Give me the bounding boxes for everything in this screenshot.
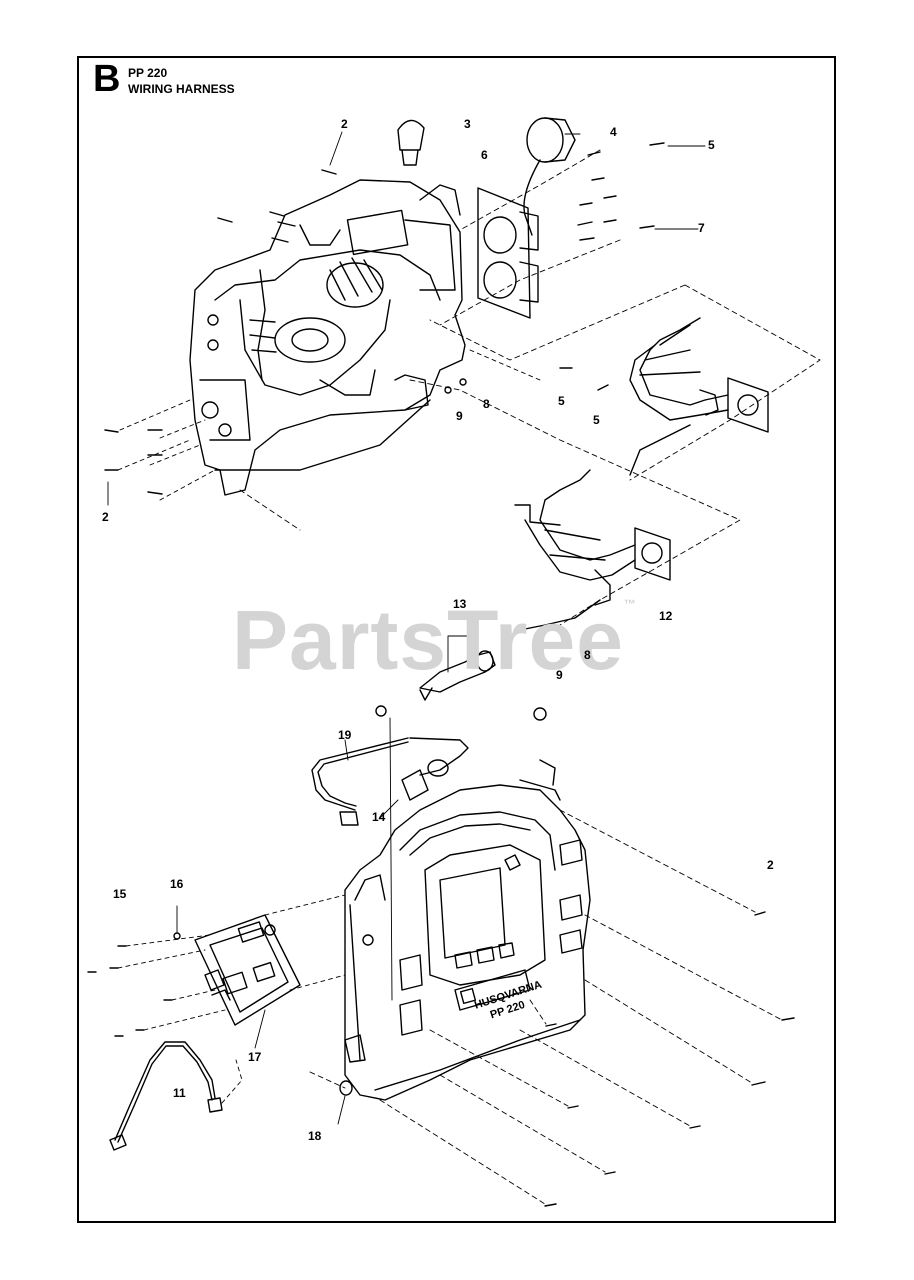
section-letter: B [93, 58, 121, 100]
part-14-connector [379, 717, 449, 1001]
callout-11: 11 [173, 1086, 186, 1100]
part-19-cable [311, 737, 469, 826]
callout-8: 8 [483, 397, 490, 411]
model-name: PP 220 [128, 66, 168, 80]
callout-9: 9 [556, 668, 563, 682]
part-18-grommet [337, 1080, 353, 1125]
part-17-lead [176, 905, 266, 1049]
callout-7: 7 [698, 221, 705, 235]
callout-2: 2 [341, 117, 348, 131]
callout-16: 16 [170, 877, 184, 891]
housing-assembly [344, 759, 591, 1101]
housing-dashed-guides [309, 809, 783, 1205]
callout-12: 12 [659, 609, 673, 623]
callout-5: 5 [708, 138, 715, 152]
housing-screws [544, 911, 795, 1207]
part-3-cap [397, 119, 425, 166]
callout-8: 8 [584, 648, 591, 662]
part-4-knob [523, 117, 576, 236]
callout-5: 5 [558, 394, 565, 408]
part-13-switch [419, 635, 496, 701]
callout-4: 4 [610, 125, 617, 139]
callout-3: 3 [464, 117, 471, 131]
upper-screws [104, 142, 665, 495]
callout-9: 9 [456, 409, 463, 423]
callout-17: 17 [248, 1050, 262, 1064]
callout-13: 13 [453, 597, 467, 611]
part-12-harness [514, 469, 671, 631]
callout-14: 14 [372, 810, 386, 824]
harness-upper [629, 317, 769, 476]
board-dashed-guides [117, 894, 346, 1031]
small-rings [375, 705, 547, 721]
internal-frame-assembly [189, 179, 466, 496]
part-11-wire [109, 1041, 243, 1151]
diagram-frame [77, 56, 836, 1223]
watermark: PartsTree™ [232, 593, 637, 687]
part-17-circuit-board [194, 914, 301, 1026]
upper-lead-lines [107, 131, 821, 626]
callout-18: 18 [308, 1129, 322, 1143]
diagram-title: WIRING HARNESS [128, 82, 235, 96]
callout-15: 15 [113, 887, 127, 901]
callout-5: 5 [593, 413, 600, 427]
callout-19: 19 [338, 728, 352, 742]
callout-2: 2 [102, 510, 109, 524]
callout-2: 2 [767, 858, 774, 872]
callout-6: 6 [481, 148, 488, 162]
